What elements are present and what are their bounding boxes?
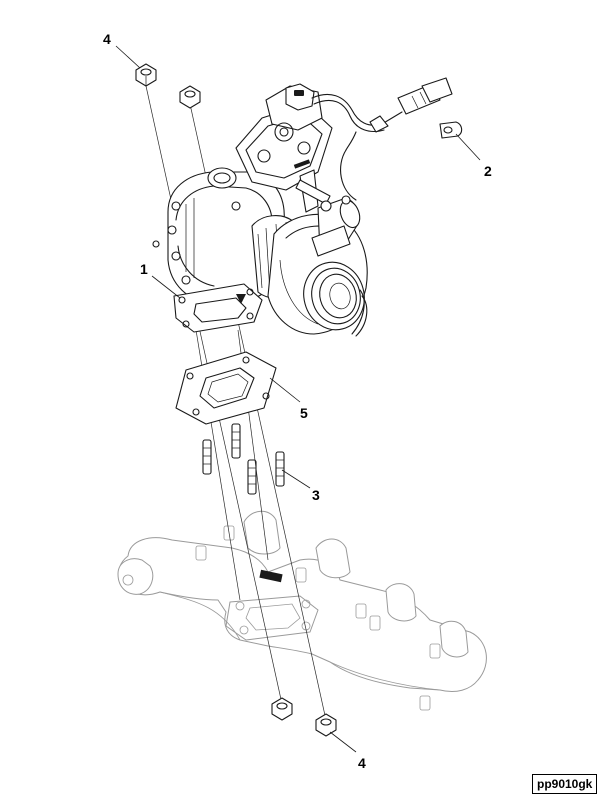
callout-3: 3 <box>312 487 320 503</box>
callout-5: 5 <box>300 405 308 421</box>
sensor-harness <box>311 77 463 337</box>
nut-bottom <box>315 713 337 737</box>
leader-lines <box>115 45 481 753</box>
gasket <box>175 351 277 425</box>
callout-4-bottom: 4 <box>358 755 366 771</box>
stud <box>247 459 257 495</box>
callout-4-top: 4 <box>103 31 111 47</box>
housing-bolts <box>152 201 241 285</box>
nut-top-left <box>135 63 157 87</box>
callout-2: 2 <box>484 163 492 179</box>
exhaust-manifold <box>117 510 487 711</box>
cable-clip <box>439 121 463 139</box>
nut-bottom-left <box>271 697 293 721</box>
callout-1: 1 <box>140 261 148 277</box>
turbocharger <box>152 83 368 335</box>
stud <box>202 439 212 475</box>
stud <box>275 451 285 487</box>
stud <box>231 423 241 459</box>
figure-reference-code: pp9010gk <box>532 774 598 794</box>
manifold-label-plate <box>259 569 283 583</box>
stud-set <box>202 423 285 495</box>
nut-top <box>179 85 201 109</box>
harness-connector <box>369 77 453 133</box>
